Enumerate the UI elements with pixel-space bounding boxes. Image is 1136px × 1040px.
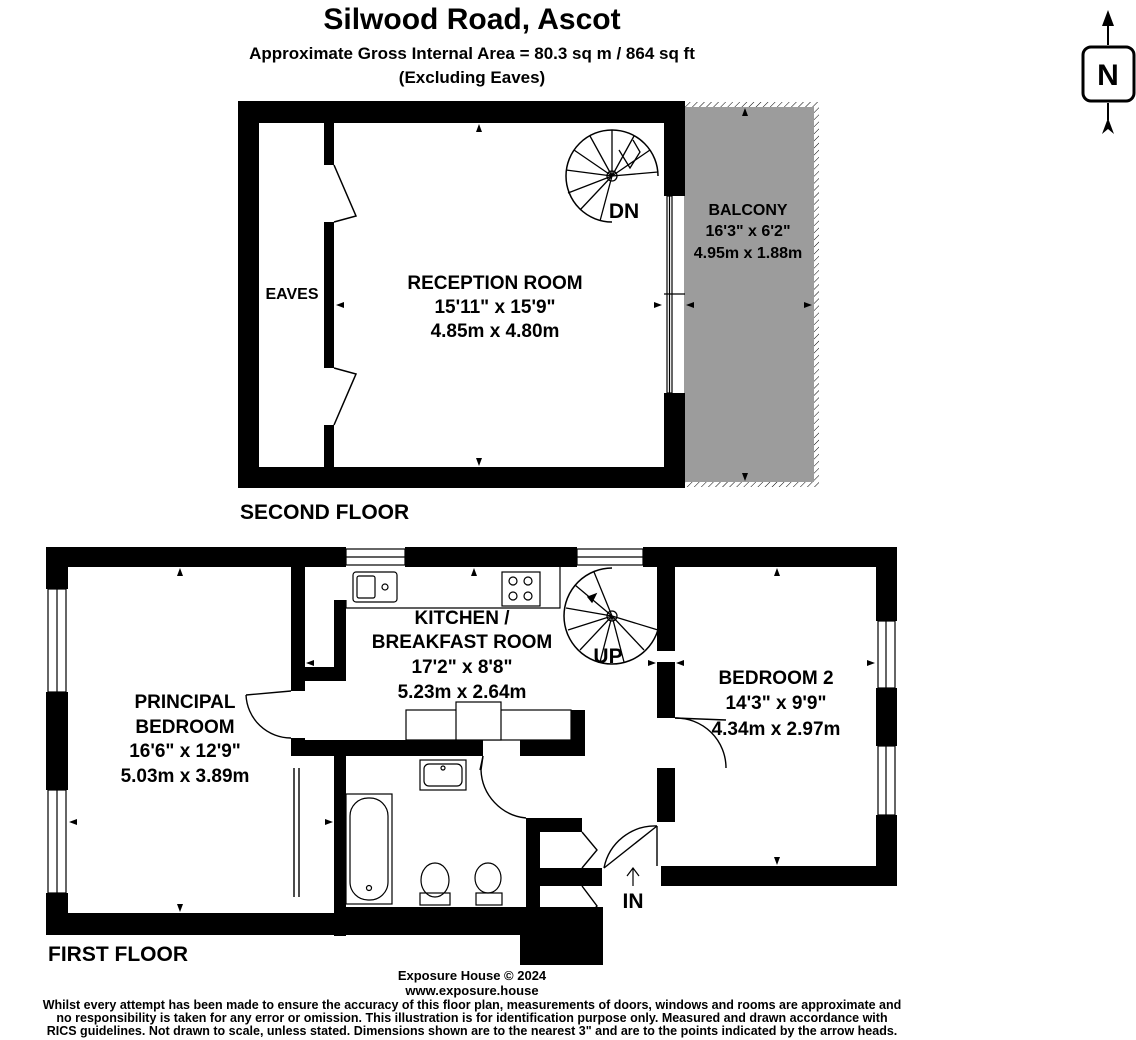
- first-floor-arrows: [69, 568, 875, 912]
- spiral-stair-down-icon: [565, 129, 659, 223]
- bathroom-fittings: [345, 759, 503, 906]
- first-floor-label: FIRST FLOOR: [48, 943, 188, 966]
- copyright-text: Exposure House © 2024: [398, 968, 547, 983]
- stair-up-label: UP: [593, 645, 622, 668]
- spiral-stair-up-icon: [563, 567, 661, 665]
- reception-room-metric: 4.85m x 4.80m: [431, 321, 560, 342]
- principal-bedroom-name-1: PRINCIPAL: [135, 692, 236, 713]
- principal-bedroom-imperial: 16'6" x 12'9": [129, 741, 241, 762]
- balcony-name: BALCONY: [708, 202, 787, 219]
- eaves-doors: [333, 164, 358, 426]
- reception-room-imperial: 15'11" x 15'9": [434, 297, 555, 318]
- kitchen-name-1: KITCHEN /: [415, 608, 511, 629]
- gross-area-text: Approximate Gross Internal Area = 80.3 s…: [249, 44, 695, 63]
- second-floor-plan: EAVES RECEPTION ROOM 15'11" x 15'9" 4.85…: [238, 101, 819, 524]
- eaves-label: EAVES: [265, 286, 318, 303]
- balcony-metric: 4.95m x 1.88m: [694, 245, 803, 262]
- north-compass-icon: N: [1081, 10, 1136, 134]
- compass-letter: N: [1097, 59, 1119, 92]
- first-floor-plan: PRINCIPAL BEDROOM 16'6" x 12'9" 5.03m x …: [46, 547, 897, 966]
- entrance-arrow-icon: [626, 867, 640, 886]
- bedroom2-name: BEDROOM 2: [718, 668, 833, 689]
- balcony-doors: [664, 195, 685, 394]
- entrance-label: IN: [623, 890, 644, 913]
- kitchen-name-2: BREAKFAST ROOM: [372, 632, 553, 653]
- first-floor-walls: [46, 547, 897, 965]
- first-floor-windows: [47, 548, 896, 894]
- footer: Exposure House © 2024 www.exposure.house…: [43, 968, 902, 1038]
- eaves-note: (Excluding Eaves): [399, 68, 545, 87]
- plan-title: Silwood Road, Ascot: [323, 3, 620, 36]
- disclaimer-line-3: RICS guidelines. Not drawn to scale, unl…: [47, 1024, 898, 1038]
- disclaimer-line-2: no responsibility is taken for any error…: [56, 1011, 887, 1025]
- second-floor-arrows: [336, 108, 812, 481]
- balcony-imperial: 16'3" x 6'2": [705, 223, 790, 240]
- principal-bedroom-name-2: BEDROOM: [135, 717, 234, 738]
- principal-bedroom-metric: 5.03m x 3.89m: [121, 766, 250, 787]
- balcony-area: [684, 102, 819, 487]
- kitchen-fittings: [345, 567, 572, 741]
- disclaimer-line-1: Whilst every attempt has been made to en…: [43, 998, 902, 1012]
- reception-room-name: RECEPTION ROOM: [407, 273, 582, 294]
- kitchen-metric: 5.23m x 2.64m: [398, 682, 527, 703]
- stair-down-label: DN: [609, 200, 639, 223]
- first-floor-doors: [245, 690, 727, 925]
- bedroom2-imperial: 14'3" x 9'9": [725, 693, 826, 714]
- second-floor-label: SECOND FLOOR: [240, 501, 409, 524]
- kitchen-imperial: 17'2" x 8'8": [411, 657, 512, 678]
- bedroom2-metric: 4.34m x 2.97m: [712, 719, 841, 740]
- second-floor-walls: [238, 101, 685, 488]
- website-text: www.exposure.house: [404, 983, 538, 998]
